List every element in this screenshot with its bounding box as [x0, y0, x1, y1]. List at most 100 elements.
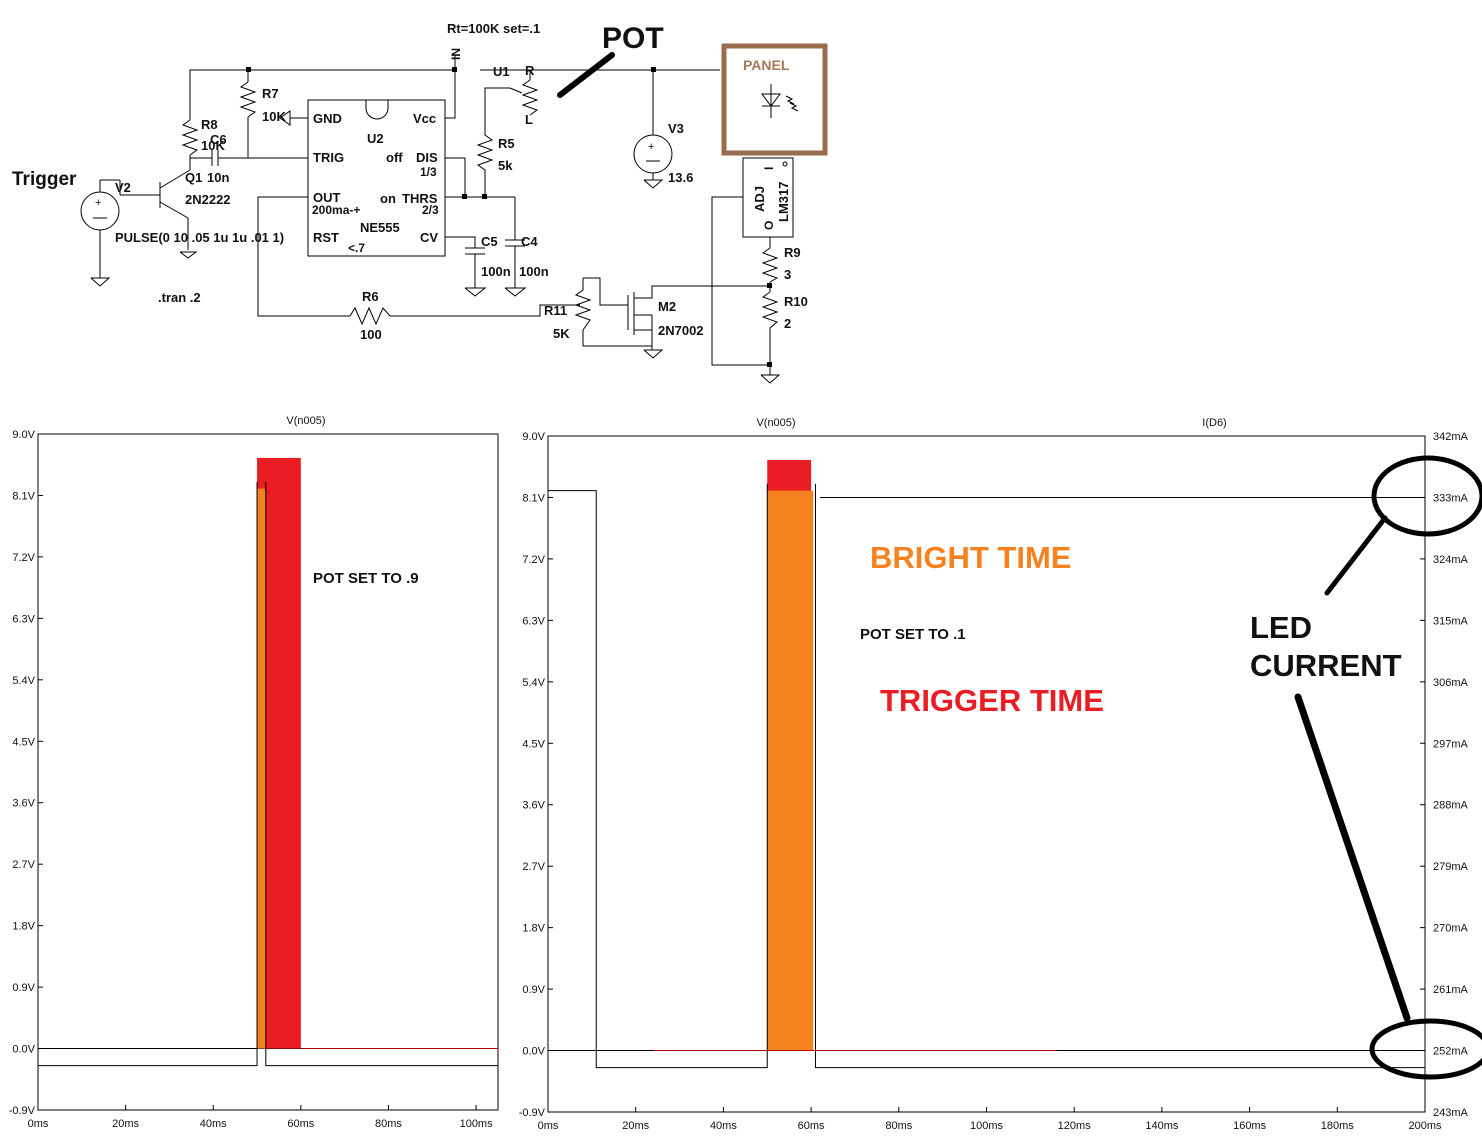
y2-tick-label: 315mA	[1433, 615, 1469, 627]
y-tick-label: 6.3V	[522, 615, 545, 627]
r9-value: 3	[784, 267, 791, 282]
x-tick-label: 0ms	[28, 1118, 49, 1130]
callout-line-top	[1324, 515, 1388, 596]
resistor-r6	[349, 306, 391, 326]
r8-label: R8	[201, 117, 218, 132]
pin-i: I	[762, 167, 776, 170]
led-label: LED	[1250, 610, 1312, 645]
node-dot	[246, 67, 251, 72]
transistor-q1	[159, 169, 191, 189]
x-tick-label: 80ms	[375, 1118, 402, 1130]
v2-label: V2	[115, 180, 131, 195]
wire	[257, 196, 350, 317]
pin-l: L	[525, 112, 533, 127]
r9-label: R9	[784, 245, 801, 260]
r10-label: R10	[784, 294, 808, 309]
pin-o: O	[762, 221, 776, 230]
pulse-spec: PULSE(0 10 .05 1u 1u .01 1)	[115, 230, 284, 245]
plot-title-2: I(D6)	[1202, 417, 1226, 429]
plot-frame	[547, 435, 1426, 1113]
c4-label: C4	[521, 234, 538, 249]
rt-note: Rt=100K set=.1	[447, 21, 540, 36]
pot-01-note: POT SET TO .1	[860, 626, 966, 643]
y2-tick-label: 297mA	[1433, 738, 1469, 750]
y-tick-label: 5.4V	[12, 675, 35, 687]
x-tick-label: 60ms	[798, 1120, 825, 1132]
c6-value: 10n	[207, 170, 229, 185]
y2-tick-label: 270mA	[1433, 923, 1469, 935]
trace-line	[38, 481, 258, 1067]
x-tick-label: 100ms	[970, 1120, 1004, 1132]
trace-line	[548, 483, 768, 1069]
y2-tick-label: 279mA	[1433, 861, 1469, 873]
y-tick-label: 0.0V	[522, 1046, 545, 1058]
callout-ellipse-top	[1371, 455, 1482, 537]
m2-label: M2	[658, 299, 676, 314]
ic-u2	[307, 99, 446, 257]
pot-pointer	[557, 52, 615, 98]
resistor-r5	[476, 87, 510, 197]
y2-tick-label: 243mA	[1433, 1107, 1469, 1119]
light-rays-icon	[789, 102, 799, 112]
y-tick-label: 8.1V	[522, 492, 545, 504]
ground-symbol	[760, 374, 781, 384]
ground-symbol	[643, 349, 664, 359]
y-tick-label: 0.9V	[12, 982, 35, 994]
y2-tick-label: 261mA	[1433, 984, 1469, 996]
trace-line	[265, 481, 498, 1067]
u2-label: U2	[367, 131, 384, 146]
current-label: CURRENT	[1250, 648, 1402, 683]
u1-label: U1	[493, 64, 510, 79]
panel-box	[721, 43, 828, 156]
pin-dot	[782, 161, 788, 167]
plus-sign: +	[648, 141, 654, 153]
trigger-time-label: TRIGGER TIME	[880, 683, 1104, 718]
wire	[634, 285, 770, 299]
resistor-r11	[574, 278, 652, 347]
x-tick-label: 0ms	[538, 1120, 559, 1132]
twothird-label: 2/3	[422, 203, 439, 217]
pin-thrs: THRS	[402, 191, 438, 206]
x-tick-label: 120ms	[1058, 1120, 1092, 1132]
rst-note: <.7	[348, 241, 365, 255]
y-tick-label: 4.5V	[522, 738, 545, 750]
on-label: on	[380, 191, 396, 206]
r6-value: 100	[360, 327, 382, 342]
node-dot	[767, 362, 772, 367]
y-tick-label: 6.3V	[12, 613, 35, 625]
pin-dis: DIS	[416, 150, 438, 165]
third-label: 1/3	[420, 165, 437, 179]
pin-gnd: GND	[313, 111, 342, 126]
c5-value: 100n	[481, 264, 511, 279]
y-tick-label: 0.9V	[522, 984, 545, 996]
r11-label: R11	[544, 303, 567, 318]
pin-trig: TRIG	[313, 150, 344, 165]
pin-out: OUT	[313, 190, 341, 205]
y-tick-label: 1.8V	[12, 921, 35, 933]
y2-tick-label: 306mA	[1433, 677, 1469, 689]
trace-line	[814, 483, 1425, 1069]
pin-cv: CV	[420, 230, 438, 245]
out-note: 200ma-+	[312, 203, 360, 217]
r5-value: 5k	[498, 158, 513, 173]
plot-title: V(n005)	[756, 417, 795, 429]
r7-value: 10K	[262, 109, 286, 124]
y2-tick-label: 342mA	[1433, 431, 1469, 443]
resistor-r7	[239, 81, 257, 118]
resistor-r10	[761, 291, 779, 329]
y-tick-label: 7.2V	[12, 552, 35, 564]
q1-value: 2N2222	[185, 192, 231, 207]
wire	[480, 69, 531, 80]
y-tick-label: 2.7V	[12, 859, 35, 871]
x-tick-label: 160ms	[1233, 1120, 1267, 1132]
wire	[445, 236, 476, 248]
y-tick-label: 0.0V	[12, 1044, 35, 1056]
ground-symbol	[643, 179, 664, 189]
node-dot	[651, 67, 656, 72]
ground-symbol	[90, 277, 111, 287]
v3-label: V3	[668, 121, 684, 136]
y-tick-label: 1.8V	[522, 923, 545, 935]
wire	[634, 314, 653, 330]
pin-r: R	[525, 63, 535, 78]
